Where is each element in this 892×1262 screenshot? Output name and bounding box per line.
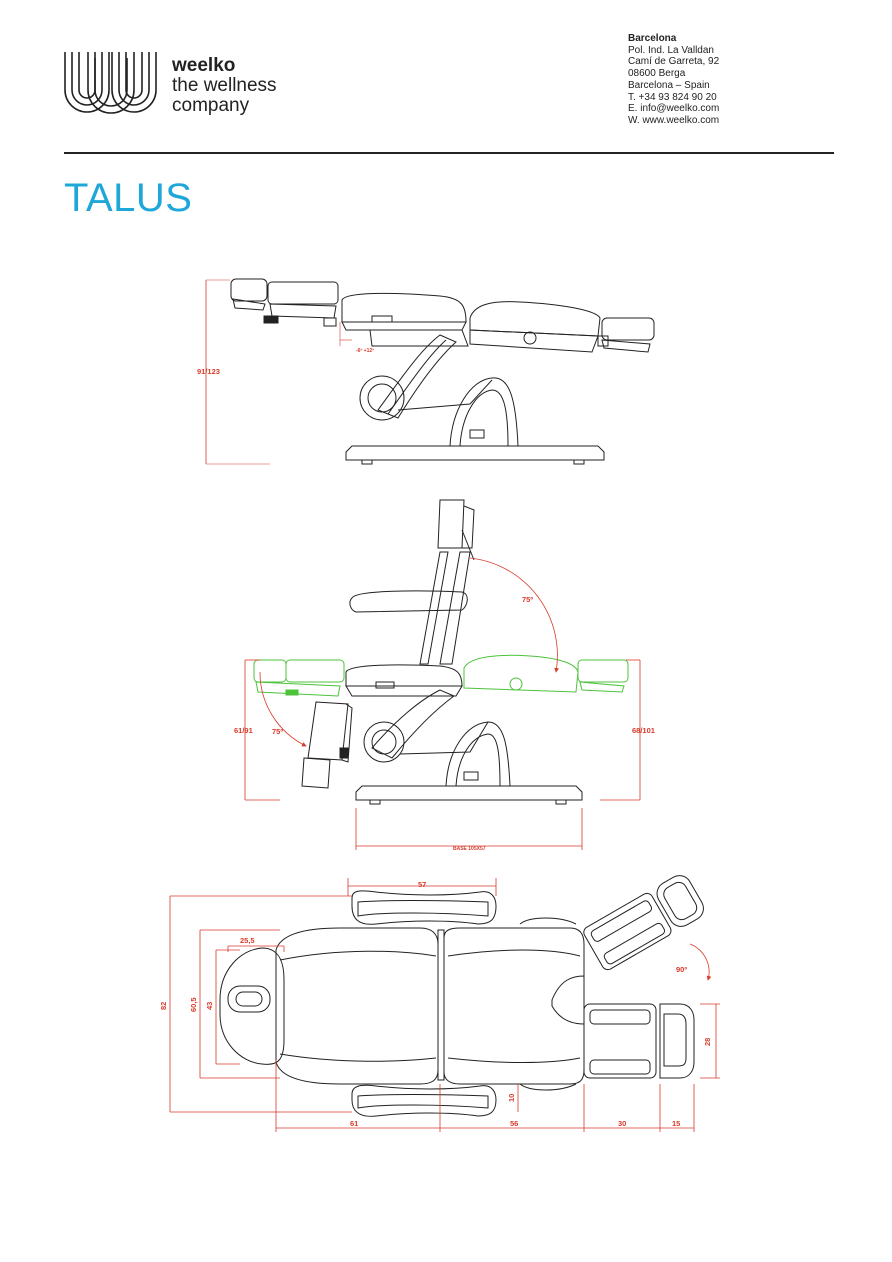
foot-angle-label: 90º	[676, 965, 687, 974]
chair-alt-position	[253, 654, 629, 697]
arm-offset-label: 10	[507, 1094, 516, 1102]
seg-back-label: 61	[350, 1119, 358, 1128]
address-line: Barcelona – Spain	[628, 79, 710, 91]
weelko-logo	[64, 52, 157, 114]
foot-width-label: 28	[703, 1038, 712, 1046]
address-web: W. www.weelko.com	[628, 114, 720, 126]
height-left-label: 61/91	[234, 726, 253, 735]
side-height-dimension	[205, 279, 352, 465]
back-angle-label: 75º	[522, 595, 533, 604]
top-view-dimensions	[169, 878, 720, 1132]
base-size-label: BASE 105X57	[453, 846, 486, 852]
address-city: Barcelona	[628, 33, 677, 44]
seg-leg-label: 30	[618, 1119, 626, 1128]
head-width-label: 25,5	[240, 936, 255, 945]
address-line: 08600 Berga	[628, 68, 686, 80]
product-title: TALUS	[64, 176, 193, 220]
company-address: Barcelona Pol. Ind. La Valldan Camí de G…	[628, 33, 719, 127]
side-height-label: 91/123	[197, 367, 220, 376]
header-divider	[64, 152, 834, 154]
side-tilt-label: -6º +12º	[356, 348, 374, 354]
head-length-label: 43	[205, 1002, 214, 1010]
address-line: Camí de Garreta, 92	[628, 56, 720, 68]
leg-angle-label: 75º	[272, 727, 283, 736]
brand-line-1: weelko	[172, 55, 236, 76]
height-right-label: 68/101	[632, 726, 655, 735]
address-email: E. info@weelko.com	[628, 103, 720, 115]
armrest-width-label: 57	[418, 880, 426, 889]
brand-line-2: the wellness	[172, 75, 277, 96]
address-phone: T. +34 93 824 90 20	[628, 91, 717, 103]
chair-dimensions	[244, 557, 641, 850]
seg-foot-label: 15	[672, 1119, 680, 1128]
address-line: Pol. Ind. La Valldan	[628, 44, 714, 56]
side-view-flat	[230, 278, 655, 465]
seg-seat-label: 56	[510, 1119, 518, 1128]
brand-line-3: company	[172, 95, 250, 116]
top-view	[219, 875, 704, 1117]
chair-view	[301, 499, 583, 805]
brand-name: weelko the wellness company	[172, 56, 277, 116]
seat-width-label: 60,5	[189, 997, 198, 1012]
total-width-label: 82	[159, 1002, 168, 1010]
